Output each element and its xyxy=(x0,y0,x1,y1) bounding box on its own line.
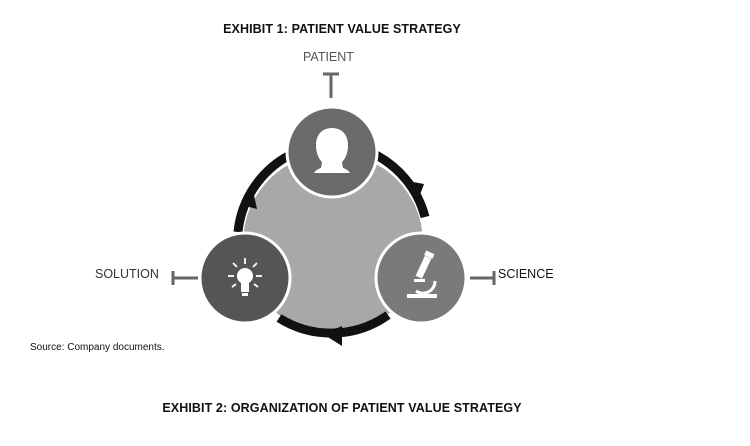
cycle-arrow-right xyxy=(402,180,424,200)
exhibit-2-title: EXHIBIT 2: ORGANIZATION OF PATIENT VALUE… xyxy=(162,401,522,415)
science-connector xyxy=(470,271,496,285)
cycle-arrow-bottom xyxy=(323,326,342,346)
science-label: SCIENCE xyxy=(498,267,554,281)
exhibit-1-title: EXHIBIT 1: PATIENT VALUE STRATEGY xyxy=(223,22,461,36)
microscope-icon xyxy=(407,250,437,298)
solution-label: SOLUTION xyxy=(95,267,159,281)
person-head-icon xyxy=(314,128,350,173)
source-note: Source: Company documents. xyxy=(30,342,165,353)
cycle-arc-patient-to-science xyxy=(369,148,430,219)
cycle-arrow-left xyxy=(241,186,257,209)
solution-connector xyxy=(171,271,198,285)
lightbulb-icon xyxy=(228,258,262,296)
patient-connector xyxy=(323,72,339,98)
patient-label: PATIENT xyxy=(303,50,354,64)
cycle-arc-solution-to-patient xyxy=(233,151,293,233)
